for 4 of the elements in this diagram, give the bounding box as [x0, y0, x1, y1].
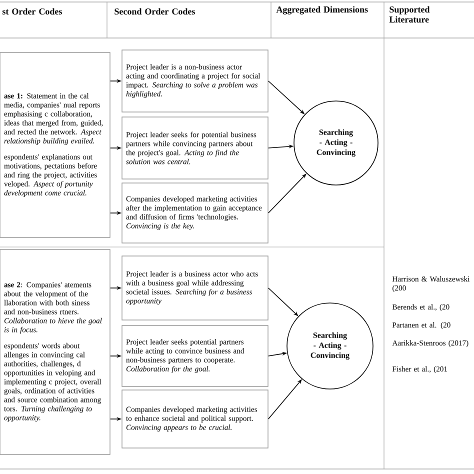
- column-header: Second Order Codes: [114, 8, 195, 15]
- column-header: Aggregated Dimensions: [276, 6, 368, 14]
- column-header: st Order Codes: [2, 8, 62, 15]
- column-header: Supported Literature: [389, 6, 430, 23]
